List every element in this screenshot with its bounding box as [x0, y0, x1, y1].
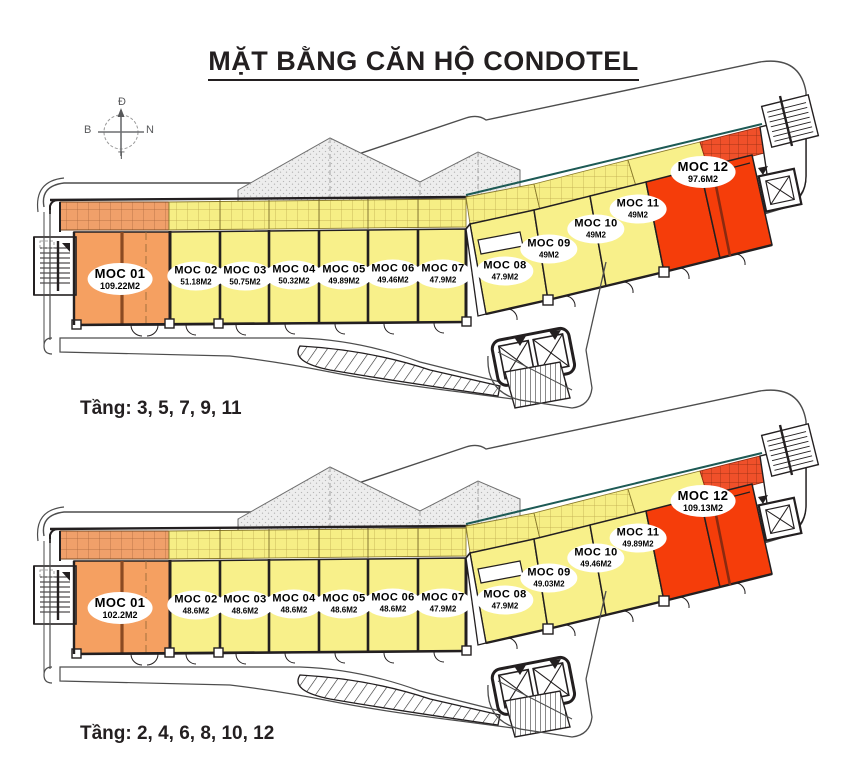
compass-rose: Đ B N T — [78, 96, 164, 168]
unit-area: 109.22M2 — [99, 280, 141, 291]
unit-name: MOC 08 — [483, 588, 527, 601]
unit-name: MOC 02 — [174, 593, 218, 606]
unit-area: 102.2M2 — [102, 609, 138, 620]
unit-name: MOC 10 — [574, 217, 618, 230]
page-title-text: MẶT BẰNG CĂN HỘ CONDOTEL — [208, 46, 639, 81]
unit-area: 49.89M2 — [328, 276, 360, 286]
unit-name: MOC 04 — [272, 592, 316, 605]
unit-name: MOC 10 — [574, 546, 618, 559]
compass-north-label: Đ — [118, 96, 126, 108]
unit-name: MOC 01 — [94, 594, 146, 610]
page-title: MẶT BẰNG CĂN HỘ CONDOTEL — [0, 46, 847, 81]
unit-area: 49.89M2 — [622, 539, 654, 549]
unit-name: MOC 06 — [371, 591, 415, 604]
floor-caption-odd: Tầng: 3, 5, 7, 9, 11 — [80, 398, 242, 419]
unit-name: MOC 12 — [677, 158, 729, 174]
unit-area: 97.6M2 — [687, 173, 719, 184]
unit-area: 49.46M2 — [580, 559, 612, 569]
unit-area: 49M2 — [627, 210, 648, 220]
unit-name: MOC 04 — [272, 263, 316, 276]
unit-name: MOC 03 — [223, 264, 267, 277]
unit-name: MOC 07 — [421, 262, 465, 275]
unit-area: 49.03M2 — [533, 579, 565, 589]
plan-even-drawing — [32, 388, 820, 739]
compass-west-label: B — [84, 124, 92, 136]
unit-area: 48.6M2 — [379, 604, 407, 614]
unit-area: 47.9M2 — [429, 275, 457, 285]
unit-area: 49M2 — [585, 230, 607, 240]
unit-area: 47.9M2 — [429, 604, 457, 614]
unit-name: MOC 09 — [527, 237, 571, 250]
unit-name: MOC 09 — [527, 566, 571, 579]
unit-area: 51.18M2 — [180, 277, 212, 287]
unit-name: MOC 08 — [483, 259, 527, 272]
unit-area: 49.46M2 — [377, 275, 409, 285]
unit-area: 50.32M2 — [278, 276, 310, 286]
unit-name: MOC 11 — [616, 526, 660, 539]
unit-name: MOC 02 — [174, 264, 218, 277]
compass-south-label: T — [118, 150, 125, 162]
unit-name: MOC 12 — [677, 487, 729, 503]
unit-area: 48.6M2 — [182, 606, 210, 616]
unit-area: 48.6M2 — [231, 606, 259, 616]
unit-name: MOC 05 — [322, 592, 366, 605]
compass-east-label: N — [146, 124, 154, 136]
unit-area: 47.9M2 — [491, 601, 519, 611]
unit-name: MOC 05 — [322, 263, 366, 276]
unit-area: 49M2 — [538, 250, 560, 260]
unit-area: 48.6M2 — [280, 605, 308, 615]
unit-name: MOC 11 — [616, 197, 660, 210]
unit-area: 50.75M2 — [229, 277, 261, 287]
unit-area: 109.13M2 — [682, 502, 724, 513]
unit-name: MOC 01 — [94, 265, 146, 281]
unit-name: MOC 06 — [371, 262, 415, 275]
unit-area: 47.9M2 — [491, 272, 519, 282]
unit-name: MOC 07 — [421, 591, 465, 604]
unit-area: 48.6M2 — [330, 605, 358, 615]
floor-caption-even: Tầng: 2, 4, 6, 8, 10, 12 — [80, 723, 275, 744]
unit-name: MOC 03 — [223, 593, 267, 606]
